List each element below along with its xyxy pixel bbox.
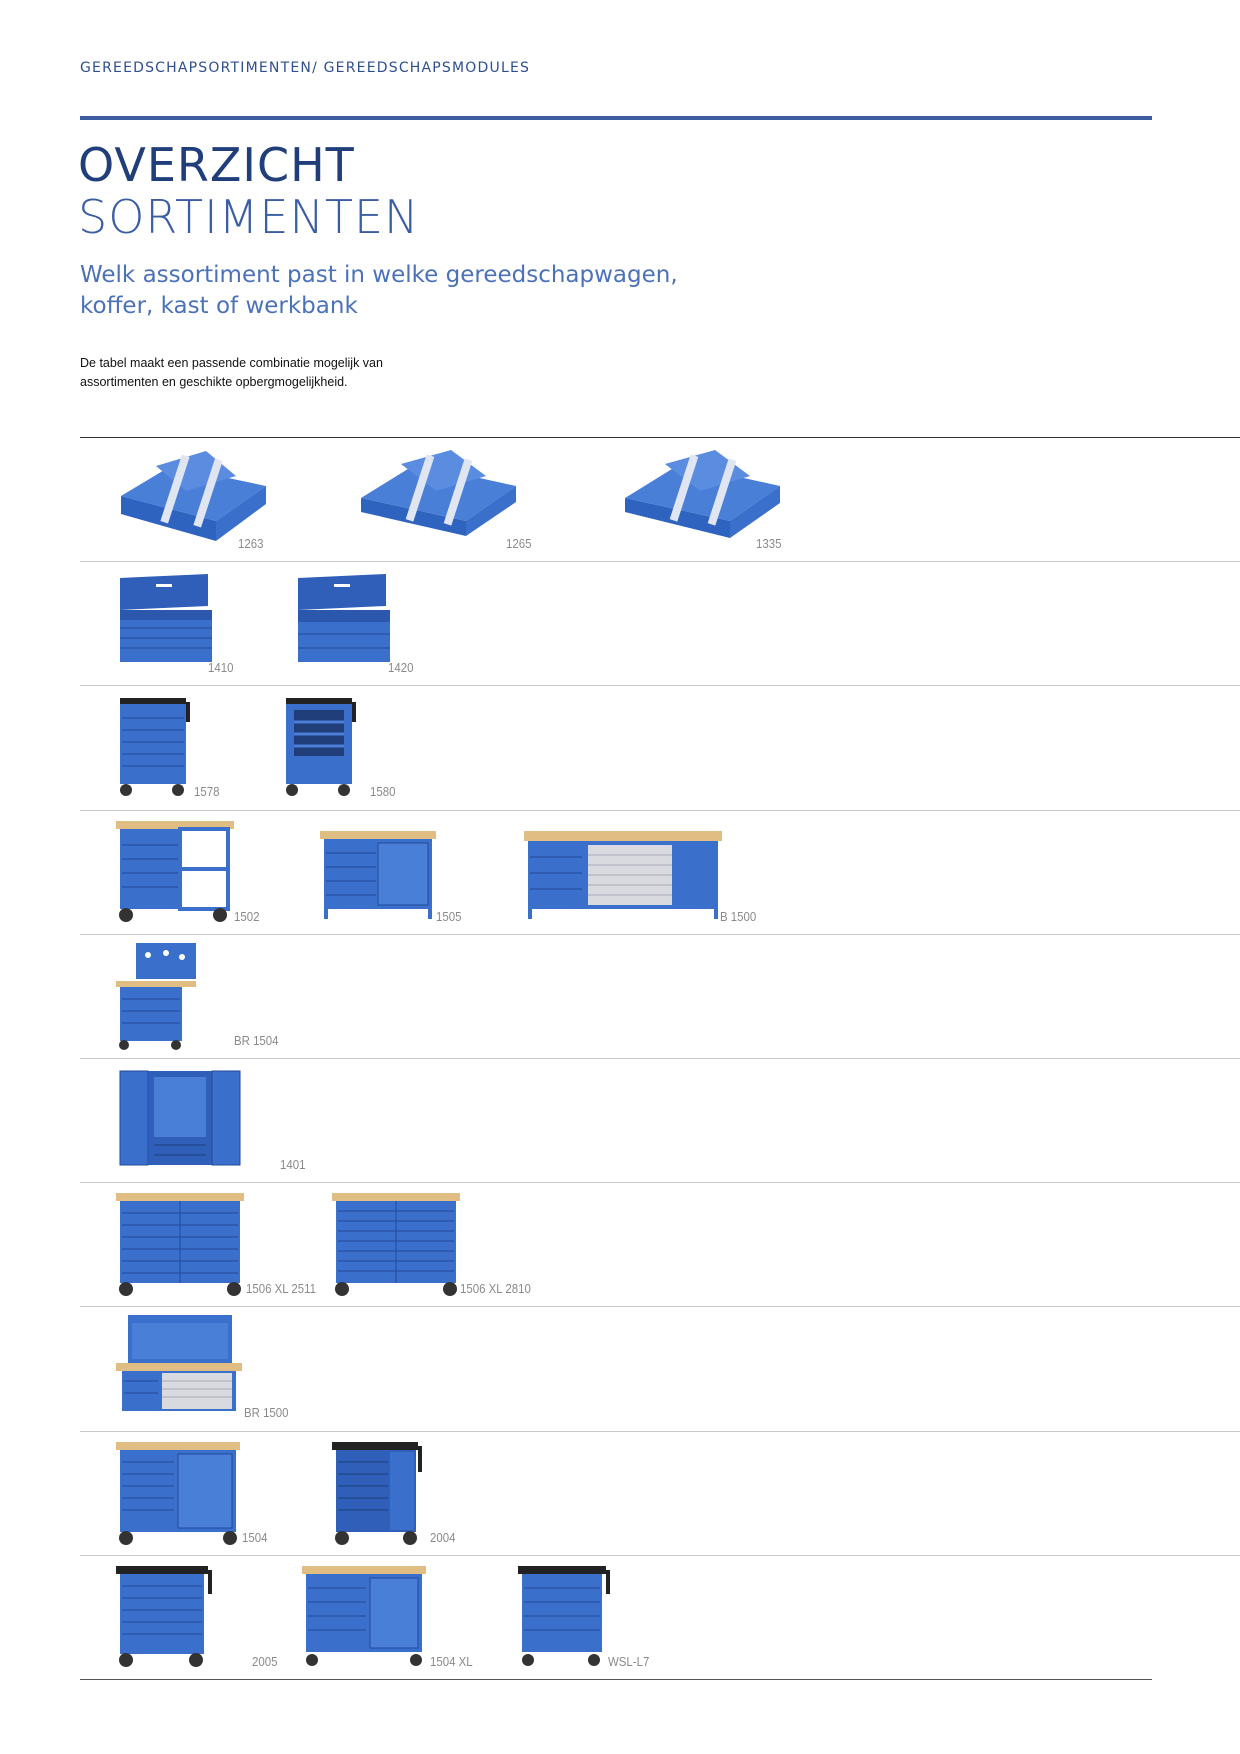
tool-trolley-image [286, 698, 356, 797]
product-label: 1504 [242, 1529, 268, 1545]
product-table: 1263 1265 1335 [80, 438, 1240, 1680]
product-label: B 1500 [720, 908, 757, 924]
tool-trolley-image [332, 1441, 422, 1545]
product-item: 1505 [320, 811, 490, 934]
product-label: 1263 [238, 536, 264, 551]
product-label: BR 1504 [234, 1032, 279, 1048]
product-label: 1420 [388, 660, 414, 676]
toolbox-image [625, 450, 780, 538]
product-label: 1410 [208, 660, 234, 676]
page-subtitle: Welk assortiment past in welke gereedsch… [80, 262, 678, 319]
product-label: 1265 [506, 536, 532, 551]
product-item: 1580 [282, 686, 422, 809]
tool-trolley-image [120, 698, 190, 797]
product-label: BR 1500 [244, 1405, 289, 1421]
table-row: 1504 2004 [80, 1432, 1240, 1556]
product-label: 1578 [194, 784, 220, 800]
table-row: 2005 1504 XL [80, 1556, 1152, 1680]
cabinet-image [119, 1070, 241, 1166]
page-title: OVERZICHT [78, 138, 355, 192]
product-item: 1420 [294, 562, 454, 685]
product-item: 1504 [116, 1432, 316, 1555]
product-item: 1265 [356, 438, 556, 561]
product-item: 1506 XL 2511 [116, 1183, 326, 1306]
product-label: 2005 [252, 1653, 278, 1669]
product-label: 1335 [756, 536, 782, 551]
tool-chest-image [120, 574, 212, 663]
product-item: 1506 XL 2810 [332, 1183, 552, 1306]
toolbox-image [121, 451, 266, 541]
product-label: 1506 XL 2810 [460, 1281, 531, 1297]
product-item: 1502 [116, 811, 296, 934]
workstation-image [116, 1315, 242, 1412]
tool-trolley-image [116, 1565, 212, 1667]
product-item: 1504 XL [302, 1556, 502, 1679]
table-row: 1410 1420 [80, 562, 1240, 687]
workbench-image [116, 1441, 240, 1545]
header-rule [80, 116, 1152, 120]
intro-text: De tabel maakt een passende combinatie m… [80, 356, 383, 389]
table-row: 1506 XL 2511 1506 XL 2810 [80, 1183, 1240, 1308]
toolbox-image [361, 450, 516, 536]
product-label: 1505 [436, 908, 462, 924]
table-row: 1263 1265 1335 [80, 438, 1240, 563]
product-item: B 1500 [524, 811, 784, 934]
product-label: 2004 [430, 1529, 456, 1545]
product-item: BR 1500 [116, 1307, 336, 1430]
breadcrumb: GEREEDSCHAPSORTIMENTEN/ GEREEDSCHAPSMODU… [80, 60, 531, 76]
product-item: 2005 [116, 1556, 296, 1679]
workbench-image [524, 830, 722, 919]
product-item: BR 1504 [116, 935, 316, 1058]
product-item: 1578 [116, 686, 256, 809]
workbench-image [116, 820, 234, 922]
workbench-image [332, 1193, 460, 1297]
workbench-image [320, 830, 436, 919]
product-label: 1502 [234, 908, 260, 924]
product-item: 1410 [116, 562, 276, 685]
table-row: 1401 [80, 1059, 1240, 1184]
table-row: BR 1504 [80, 935, 1240, 1059]
product-label: 1506 XL 2511 [246, 1281, 316, 1297]
product-item: 1335 [620, 438, 820, 561]
product-label: WSL-L7 [608, 1653, 650, 1669]
table-row: BR 1500 [80, 1307, 1240, 1432]
table-row: 1502 1505 [80, 811, 1240, 935]
workbench-image [116, 1193, 244, 1297]
product-label: 1401 [280, 1156, 306, 1172]
tool-chest-image [298, 574, 390, 663]
table-top-rule [80, 437, 1240, 438]
table-row: 1578 1580 [80, 686, 1240, 811]
product-item: 1263 [116, 438, 316, 561]
workstation-image [116, 942, 196, 1050]
product-item: WSL-L7 [518, 1556, 718, 1679]
page-title-line2: SORTIMENTEN [78, 190, 420, 244]
product-label: 1580 [370, 784, 396, 800]
workbench-image [302, 1565, 426, 1666]
tool-trolley-image [518, 1565, 610, 1666]
product-item: 1401 [116, 1059, 316, 1182]
product-item: 2004 [332, 1432, 532, 1555]
product-label: 1504 XL [430, 1653, 473, 1669]
